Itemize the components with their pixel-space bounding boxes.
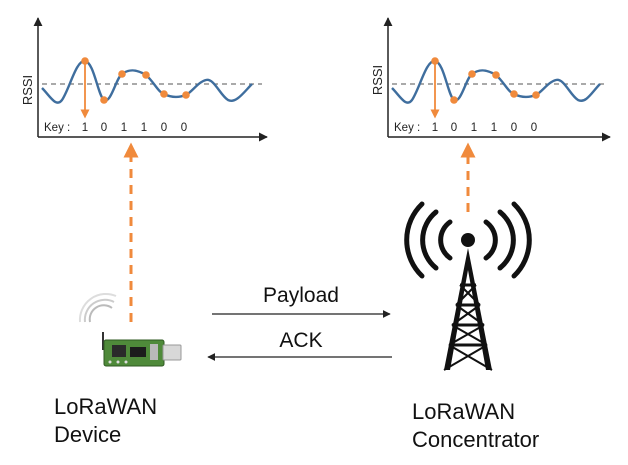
sample-marker [492, 71, 500, 79]
payload-label: Payload [263, 284, 339, 307]
device-rssi-plot: RSSI Key : 1 0 1 1 0 0 [20, 17, 268, 142]
y-axis-label: RSSI [20, 75, 35, 105]
key-bit: 1 [82, 122, 88, 134]
concentrator-rssi-plot: RSSI Key : 1 0 1 1 0 0 [370, 17, 611, 142]
sample-markers [431, 57, 540, 104]
sample-marker [532, 91, 540, 99]
sample-marker [81, 57, 89, 65]
sample-marker [118, 70, 126, 78]
key-bit: 1 [471, 122, 477, 134]
concentrator-label-line2: Concentrator [412, 427, 539, 452]
sample-marker [510, 90, 518, 98]
ack-link: ACK [207, 329, 392, 361]
sample-marker [142, 71, 150, 79]
sample-marker [468, 70, 476, 78]
key-bit: 0 [531, 122, 537, 134]
sample-marker [182, 91, 190, 99]
key-label: Key : [394, 122, 420, 134]
key-bit: 0 [181, 122, 187, 134]
sample-markers [81, 57, 190, 104]
key-bit: 1 [141, 122, 147, 134]
device-label-line2: Device [54, 422, 121, 447]
lora-device-board-icon [78, 293, 182, 367]
key-bit: 0 [451, 122, 457, 134]
key-bit: 0 [161, 122, 167, 134]
radio-tower-icon [404, 201, 532, 371]
concentrator-label-line1: LoRaWAN [412, 399, 515, 424]
rssi-wave [41, 59, 253, 104]
key-label: Key : [44, 122, 70, 134]
ack-label: ACK [279, 329, 322, 352]
key-bit: 1 [432, 122, 438, 134]
key-bit: 0 [101, 122, 107, 134]
sample-marker [100, 96, 108, 104]
y-axis-label: RSSI [370, 65, 385, 95]
rssi-wave [391, 59, 601, 104]
sample-marker [431, 57, 439, 65]
payload-link: Payload [212, 284, 391, 318]
sample-marker [160, 90, 168, 98]
device-label-line1: LoRaWAN [54, 394, 157, 419]
key-bit: 1 [121, 122, 127, 134]
key-bit: 1 [491, 122, 497, 134]
key-bit: 0 [511, 122, 517, 134]
sample-marker [450, 96, 458, 104]
